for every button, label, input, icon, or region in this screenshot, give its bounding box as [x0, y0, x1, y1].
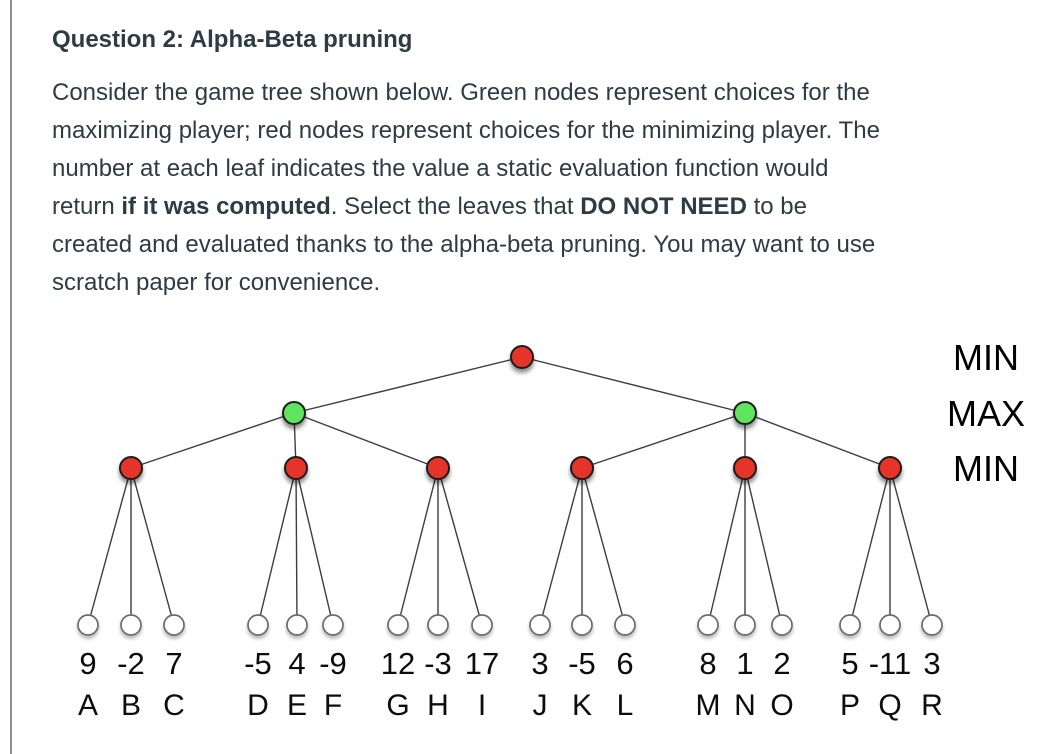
- leaf-node-I[interactable]: [471, 614, 493, 636]
- tree-edge: [539, 467, 583, 626]
- leaf-node-E[interactable]: [286, 614, 308, 636]
- leaf-letter-Q: Q: [878, 689, 901, 722]
- leaf-value-Q: -11: [869, 646, 912, 681]
- leaf-letter-O: O: [770, 689, 793, 722]
- leaf-value-P: 5: [841, 646, 858, 681]
- leaf-node-G[interactable]: [387, 614, 409, 636]
- leaf-letter-F: F: [324, 689, 342, 722]
- leaf-node-C[interactable]: [163, 614, 185, 636]
- tree-edge: [295, 467, 298, 626]
- tree-edge: [581, 467, 626, 626]
- tree-edge: [437, 467, 483, 626]
- leaf-letter-N: N: [734, 689, 756, 722]
- max-node-2: [733, 401, 757, 425]
- question-body-line: number at each leaf indicates the value …: [52, 155, 829, 182]
- tree-edge: [889, 467, 933, 626]
- max-node-1: [282, 401, 306, 425]
- leaf-node-R[interactable]: [921, 614, 943, 636]
- tree-edge: [521, 356, 746, 414]
- question-body-line: return if it was computed. Select the le…: [52, 193, 807, 220]
- leaf-letter-H: H: [427, 689, 449, 722]
- level-label-3: MIN: [953, 448, 1019, 489]
- question-title: Question 2: Alpha-Beta pruning: [52, 26, 413, 53]
- leaf-value-F: -9: [319, 646, 347, 681]
- leaf-letter-C: C: [163, 689, 185, 722]
- min-node-6: [878, 456, 902, 480]
- leaf-node-Q[interactable]: [879, 614, 901, 636]
- leaf-letter-B: B: [121, 689, 141, 722]
- leaf-node-M[interactable]: [697, 614, 719, 636]
- tree-edge: [87, 467, 132, 626]
- tree-edge: [295, 467, 334, 626]
- leaf-letter-L: L: [617, 689, 634, 722]
- leaf-value-E: 4: [288, 646, 305, 681]
- leaf-value-O: 2: [773, 646, 790, 681]
- leaf-node-D[interactable]: [247, 614, 269, 636]
- leaf-value-C: 7: [165, 646, 182, 681]
- leaf-node-L[interactable]: [614, 614, 636, 636]
- leaf-value-J: 3: [531, 646, 548, 681]
- leaf-value-D: -5: [244, 646, 272, 681]
- leaf-node-A[interactable]: [77, 614, 99, 636]
- min-node-2: [284, 456, 308, 480]
- leaf-value-M: 8: [699, 646, 716, 681]
- tree-edge: [293, 356, 523, 414]
- tree-edge: [744, 412, 891, 469]
- leaf-node-B[interactable]: [120, 614, 142, 636]
- tree-edge: [130, 467, 175, 626]
- tree-edge: [744, 467, 783, 626]
- leaf-node-P[interactable]: [839, 614, 861, 636]
- question-body-line: maximizing player; red nodes represent c…: [52, 117, 880, 144]
- question-body-line: Consider the game tree shown below. Gree…: [52, 79, 870, 106]
- leaf-letter-K: K: [572, 689, 592, 722]
- leaf-value-K: -5: [568, 646, 596, 681]
- leaf-letter-R: R: [921, 689, 943, 722]
- leaf-value-A: 9: [79, 646, 96, 681]
- leaf-letter-P: P: [840, 689, 860, 722]
- leaf-value-N: 1: [736, 646, 753, 681]
- leaf-node-O[interactable]: [771, 614, 793, 636]
- leaf-node-K[interactable]: [571, 614, 593, 636]
- tree-edge: [581, 412, 746, 469]
- root-min-node: [510, 345, 534, 369]
- level-label-1: MIN: [953, 337, 1019, 378]
- tree-edge: [257, 467, 297, 626]
- leaf-letter-E: E: [287, 689, 307, 722]
- min-node-5: [733, 456, 757, 480]
- tree-edge: [293, 412, 297, 469]
- tree-edge: [130, 412, 295, 469]
- leaf-value-L: 6: [616, 646, 633, 681]
- min-node-1: [119, 456, 143, 480]
- leaf-letter-M: M: [696, 689, 721, 722]
- tree-edge: [397, 467, 439, 626]
- min-node-4: [570, 456, 594, 480]
- content-left-border: [10, 0, 12, 754]
- level-label-2: MAX: [947, 393, 1025, 434]
- leaf-node-F[interactable]: [322, 614, 344, 636]
- leaf-value-R: 3: [923, 646, 940, 681]
- leaf-letter-I: I: [478, 689, 486, 722]
- tree-edge: [849, 467, 891, 626]
- tree-edge: [707, 467, 746, 626]
- question-body-line: scratch paper for convenience.: [52, 269, 381, 296]
- leaf-value-G: 12: [381, 646, 415, 681]
- leaf-letter-G: G: [386, 689, 409, 722]
- leaf-node-H[interactable]: [427, 614, 449, 636]
- leaf-value-H: -3: [424, 646, 452, 681]
- leaf-value-I: 17: [465, 646, 499, 681]
- min-node-3: [426, 456, 450, 480]
- leaf-value-B: -2: [117, 646, 145, 681]
- leaf-letter-A: A: [78, 689, 98, 722]
- question-body: Consider the game tree shown below. Gree…: [52, 74, 880, 302]
- tree-edge: [293, 412, 439, 469]
- leaf-node-J[interactable]: [529, 614, 551, 636]
- question-body-line: created and evaluated thanks to the alph…: [52, 231, 876, 258]
- leaf-node-N[interactable]: [734, 614, 756, 636]
- leaf-letter-D: D: [247, 689, 269, 722]
- leaf-letter-J: J: [533, 689, 548, 722]
